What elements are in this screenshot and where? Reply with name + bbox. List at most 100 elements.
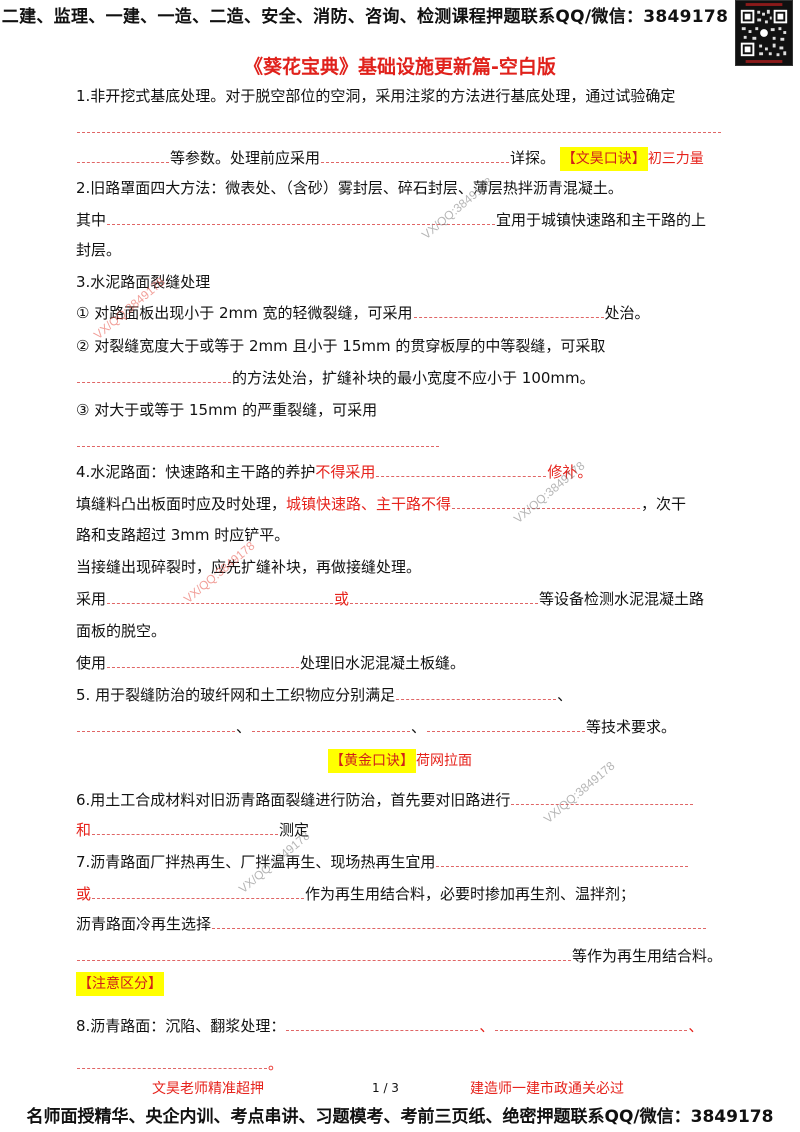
q8-blank-1[interactable] [286,1016,479,1031]
q5-sep-3: 、 [411,718,427,736]
q8-blank-2[interactable] [495,1016,688,1031]
q3-item2-suffix: 的方法处治，扩缝补块的最小宽度不应小于 100mm。 [232,369,595,387]
q3-blank-3[interactable] [77,432,439,447]
q7-blank-1[interactable] [436,852,689,867]
q3-item3-line2 [76,432,724,452]
q8-line2: 。 [76,1054,724,1074]
q7-line1-prefix: 7.沥青路面厂拌热再生、厂拌温再生、现场热再生宜用 [76,853,436,871]
q2-suffix: 宜用于城镇快速路和主干路的上 [496,211,707,229]
mnemonic-tip: 荷网拉面 [416,753,472,769]
q7-line4: 等作为再生用结合料。 [76,946,724,966]
q4-line4: 当接缝出现碎裂时，应先扩缝补块，再做接缝处理。 [76,557,724,577]
q5-sep-1: 、 [557,686,573,704]
q5-blank-3[interactable] [252,717,411,732]
q4-blank-3[interactable] [107,589,334,604]
q4-line2: 填缝料凸出板面时应及时处理，城镇快速路、主干路不得，次干 [76,494,724,514]
q5-blank-1[interactable] [396,685,557,700]
q1-line3: 等参数。处理前应采用详探。 【文昊口诀】初三力量 [76,147,724,171]
q2-text: 2.旧路罩面四大方法：微表处、（含砂）雾封层、碎石封层、薄层热拌沥青混凝土。 [76,179,623,197]
q5-line1-prefix: 5. 用于裂缝防治的玻纤网和土工织物应分别满足 [76,686,396,704]
q5-line1: 5. 用于裂缝防治的玻纤网和土工织物应分别满足 、 [76,685,724,705]
q4-line1-red-suffix: 修补。 [547,463,593,481]
q2-prefix: 其中 [76,211,107,229]
q8-line1: 8.沥青路面：沉陷、翻浆处理：、、 [76,1016,724,1036]
q8-blank-3[interactable] [77,1054,267,1069]
q6-line2: 和测定 [76,820,724,840]
q2-line2: 其中 宜用于城镇快速路和主干路的上 [76,210,724,230]
q4-line6-text: 面板的脱空。 [76,622,167,640]
q4-line7-prefix: 使用 [76,654,107,672]
q4-line7-suffix: 处理旧水泥混凝土板缝。 [300,654,466,672]
q4-line5: 采用 或 等设备检测水泥混凝土路 [76,589,724,609]
q4-line7: 使用 处理旧水泥混凝土板缝。 [76,653,724,673]
q3-item2: ② 对裂缝宽度大于或等于 2mm 且小于 15mm 的贯穿板厚的中等裂缝，可采取 [76,336,724,356]
q7-blank-4[interactable] [77,946,571,961]
footer-left-slogan: 文昊老师精准超押 [152,1081,264,1097]
q6-blank-2[interactable] [92,820,279,835]
q5-line2-suffix: 等技术要求。 [586,718,677,736]
q7-line2-suffix: 作为再生用结合料，必要时掺加再生剂、温拌剂； [305,885,636,903]
q6-line2-red: 和 [76,821,92,839]
q4-line2-suffix: ，次干 [641,495,687,513]
q8-line1-prefix: 8.沥青路面：沉陷、翻浆处理： [76,1017,286,1035]
q3-item1-suffix: 处治。 [604,304,650,322]
q2-line1: 2.旧路罩面四大方法：微表处、（含砂）雾封层、碎石封层、薄层热拌沥青混凝土。 [76,178,724,198]
q1-blank-1[interactable] [77,118,721,133]
q6-line1: 6.用土工合成材料对旧沥青路面裂缝进行防治，首先要对旧路进行 [76,790,724,810]
q4-blank-5[interactable] [107,653,300,668]
q7-line3-prefix: 沥青路面冷再生选择 [76,915,212,933]
q6-blank-1[interactable] [511,790,694,805]
q6-line1-prefix: 6.用土工合成材料对旧沥青路面裂缝进行防治，首先要对旧路进行 [76,791,511,809]
q3-heading-text: 3.水泥路面裂缝处理 [76,273,211,291]
q7-line1: 7.沥青路面厂拌热再生、厂拌温再生、现场热再生宜用 [76,852,724,872]
top-contact-banner: 二建、监理、一建、一造、二造、安全、消防、咨询、检测课程押题联系QQ/微信：38… [1,7,729,27]
q4-line2-prefix: 填缝料凸出板面时应及时处理， [76,495,287,513]
q2-end: 封层。 [76,241,122,259]
q5-blank-2[interactable] [77,717,235,732]
q7-line2-red: 或 [76,885,92,903]
q3-item1-prefix: ① 对路面板出现小于 2mm 宽的轻微裂缝，可采用 [76,304,413,322]
q4-blank-1[interactable] [376,462,547,477]
qr-code-graphic [736,1,792,65]
q4-blank-4[interactable] [350,589,539,604]
q1-line1: 1.非开挖式基底处理。对于脱空部位的空洞，采用注浆的方法进行基底处理，通过试验确… [76,86,724,106]
q4-line5-suffix: 等设备检测水泥混凝土路 [539,590,705,608]
q4-line5-or: 或 [334,590,350,608]
page-indicator: 1 / 3 [372,1081,399,1095]
q2-blank[interactable] [107,210,496,225]
qr-code-icon [735,0,793,66]
q3-blank-1[interactable] [413,303,604,318]
q4-line1: 4.水泥路面：快速路和主干路的养护不得采用修补。 [76,462,724,482]
q7-line4-suffix: 等作为再生用结合料。 [572,947,723,965]
q1-text: 1.非开挖式基底处理。对于脱空部位的空洞，采用注浆的方法进行基底处理，通过试验确… [76,87,676,105]
q3-blank-2[interactable] [77,368,231,383]
q1-text-b: 详探。 [510,149,556,167]
q7-line2: 或 作为再生用结合料，必要时掺加再生剂、温拌剂； [76,884,724,904]
q5-line2: 、、等技术要求。 [76,717,724,737]
q1-text-a: 等参数。处理前应采用 [170,149,321,167]
mnemonic-tag: 【文昊口诀】 [559,147,648,171]
bottom-contact-banner: 名师面授精华、央企内训、考点串讲、习题模考、考前三页纸、绝密押题联系QQ/微信：… [26,1107,774,1127]
q7-blank-3[interactable] [212,914,707,929]
note-tag: 【注意区分】 [76,972,164,996]
q4-line3: 路和支路超过 3mm 时应铲平。 [76,525,724,545]
q3-item2-line2: 的方法处治，扩缝补块的最小宽度不应小于 100mm。 [76,368,724,388]
q4-blank-2[interactable] [452,494,641,509]
q3-item3-text: ③ 对大于或等于 15mm 的严重裂缝，可采用 [76,401,378,419]
q3-heading: 3.水泥路面裂缝处理 [76,272,724,292]
q1-blank-2[interactable] [77,148,169,163]
q3-item3: ③ 对大于或等于 15mm 的严重裂缝，可采用 [76,400,724,420]
q7-blank-2[interactable] [92,884,305,899]
q4-line3-text: 路和支路超过 3mm 时应铲平。 [76,526,290,544]
q3-item2-text: ② 对裂缝宽度大于或等于 2mm 且小于 15mm 的贯穿板厚的中等裂缝，可采取 [76,337,606,355]
q3-item1: ① 对路面板出现小于 2mm 宽的轻微裂缝，可采用 处治。 [76,303,724,323]
q4-line1-red: 不得采用 [315,463,376,481]
q4-line4-text: 当接缝出现碎裂时，应先扩缝补块，再做接缝处理。 [76,558,422,576]
mnemonic-tag: 【黄金口诀】 [328,749,416,773]
q4-line5-prefix: 采用 [76,590,107,608]
q4-line6: 面板的脱空。 [76,621,724,641]
q5-blank-4[interactable] [427,717,586,732]
q1-blank-3[interactable] [321,148,510,163]
q1-line2 [76,118,724,138]
q8-sep-2: 、 [688,1017,704,1035]
